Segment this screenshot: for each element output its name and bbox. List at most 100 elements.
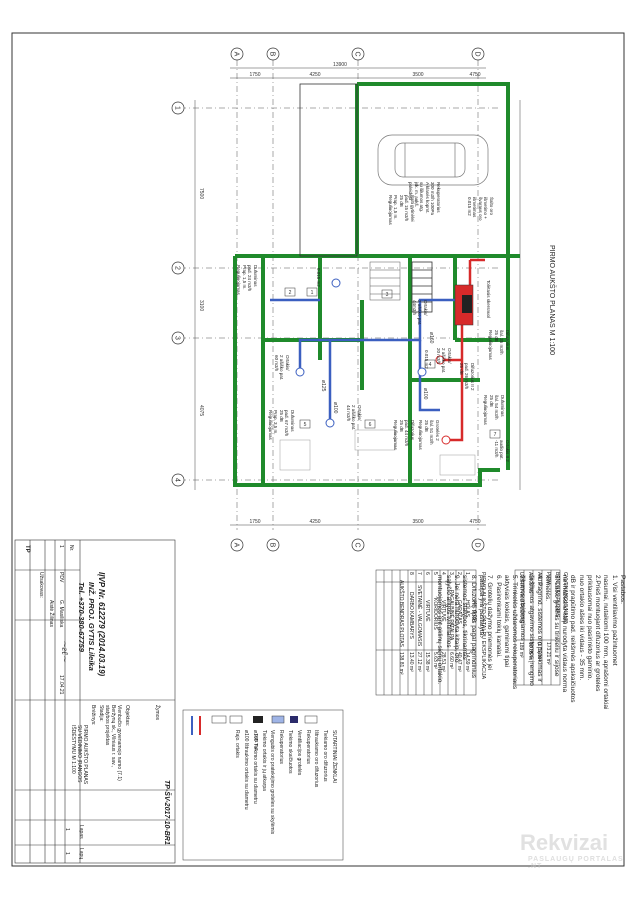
notes-title: Pastabos: <box>619 575 626 604</box>
label-diffuser-35: Difuzorius šal. 35 m3/h 25 dB Reguliuoja… <box>488 330 511 360</box>
room-total-value: 138.81 m² <box>398 652 404 675</box>
label-garage-diffuser: Šalti gytinėlei pad. 15 m3/h 25 dB Prap.… <box>388 195 415 225</box>
note-line-7: ne mažesnė kaip nurodyta vidaus norma <box>560 575 568 693</box>
label-duct-44b: Ortakis/ 2 ašiško pat. 44m3/h <box>412 300 428 326</box>
tb-drawing-label: Brėžinys: <box>90 705 96 726</box>
tb-drawing: PIRMO AUKŠTO PLANAS SU VĖDINIMO ĮRANGOS … <box>70 725 88 785</box>
label-duct-44: Ortakis/ 2 ašiško pat. 44 m3/h <box>346 405 362 431</box>
tb-signature: ∼ƨℓ∼ <box>60 640 70 663</box>
tb-row-nr: 1 <box>58 545 64 548</box>
tb-customer: Aistė Žilinas <box>48 600 54 627</box>
note-line-22: montuojamos ant aklinų sienų ortakio. <box>436 575 444 685</box>
label-area-a: 0.015 m2 <box>316 268 321 287</box>
axis-label-a-bottom: A <box>233 543 240 548</box>
axis-label-3: 3 <box>174 336 181 340</box>
recuperator-core <box>462 295 472 313</box>
legend-symbols <box>191 715 318 735</box>
label-room2-diffuser: Dufuminas pad. 24 m3/h Prap. 1,5 m. Regu… <box>236 265 259 295</box>
note-line-21: sąlyčio angos tvirtinamos <box>444 575 452 648</box>
legend-item-5: Tiekimo skaičiuotos <box>287 730 294 774</box>
note-line-6: dB ir prapūtimo pad. reikšmės apskaičiuo… <box>569 575 577 703</box>
tb-object-label: Objektas: <box>124 705 130 727</box>
tb-customer-label: Užsakovas: <box>38 572 44 598</box>
note-line-10: 4. Pagrind. sistemos oro patekimas ir <box>536 575 544 682</box>
tb-sheets: 1 <box>64 852 70 855</box>
tb-company: IĮVP Nr. 612279 (2014.03.19) <box>97 572 106 677</box>
tb-object: Vienbučio gyvenamojo namo (7.1) Beržynų … <box>104 705 122 781</box>
note-line-1: 1. Visi ventiliavimo pažintuomet <box>610 575 618 666</box>
note-line-14: aktyviais kokiais, gaminami tipai <box>502 575 510 668</box>
tb-nr-label: Nr. <box>68 545 74 552</box>
dim-side-1: 7500 <box>198 188 204 199</box>
tb-sheets-label: Lapų <box>78 848 84 860</box>
legend-item-1: Tiekiamo oro difuzorius <box>322 730 329 782</box>
axis-label-d-bottom: D <box>474 542 481 547</box>
label-diffuser-54: Dufuminas šal. 54 m3/h 25 dB Reguliuojam… <box>483 395 506 425</box>
legend-item-11: Rajo. ortakis <box>234 730 241 758</box>
label-cross-section: Tolėtasis skersnuol <box>486 280 491 319</box>
axis-label-b-bottom: B <box>269 543 276 548</box>
legend-block: SUTARTINIAI ŽENKLAI Tiekiamo oro difuzor… <box>232 730 338 834</box>
room-row-6-name: VIRTUVĖ <box>424 600 430 622</box>
area-table-frame <box>514 569 561 686</box>
pipe-label-2: ø100 <box>332 402 338 414</box>
note-line-5: nuo ortakio ašies iki vidaus - 35 mm. <box>577 575 585 681</box>
tb-zymos-label: Žymos <box>154 705 160 720</box>
axis-label-1: 1 <box>174 106 181 110</box>
dim-top-total: 13900 <box>333 62 347 68</box>
room-row-8-area: 13.40 m² <box>408 652 414 672</box>
watermark-sub: PASLAUGŲ PORTALAS .NT <box>528 856 624 870</box>
axis-label-b-top: B <box>269 52 276 57</box>
dim-side-3: 4075 <box>198 405 204 416</box>
dim-top-4: 4750 <box>469 72 480 78</box>
axis-grid <box>180 60 500 530</box>
dim-bottom-3: 3500 <box>412 519 423 525</box>
room-number-3: 3 <box>386 292 389 298</box>
dim-bottom-4: 4750 <box>469 519 480 525</box>
note-line-16: 7. Grotelių dažymo priemonės jei <box>486 575 494 671</box>
legend-size: 0,01 m2 <box>254 734 259 751</box>
dim-bottom-1: 1750 <box>249 519 260 525</box>
axis-label-c-top: C <box>354 51 361 56</box>
tb-stage: TP <box>24 545 30 553</box>
tb-sheet: 1 <box>64 828 70 831</box>
tb-code: TP-ŠV-2017-10-BR1 <box>163 780 170 845</box>
legend-item-7: Viengubis oro pratekėjimo groteles su sk… <box>269 730 276 835</box>
supply-ducts <box>270 298 455 420</box>
note-line-9: kirmėlės. <box>544 575 552 602</box>
note-line-13: 5. Trinkelės uždaromos rekuperatoriaus <box>511 575 519 690</box>
watermark-brand: Rekvizai <box>520 830 609 855</box>
room-number-4: 4 <box>429 362 432 368</box>
note-line-18: 8. Difuzorių tipas pagal pagrindinius <box>469 575 477 678</box>
tb-name-pdv: G. Masiliska <box>58 600 64 628</box>
dim-top-2: 4250 <box>309 72 320 78</box>
label-grille-51: Grotelės 2 šal. 51 m3/h 25 dB Reguliuoja… <box>418 420 441 450</box>
tb-engineer: INŽ. PROJ. GYTIS Lileika <box>87 582 96 671</box>
room-number-2: 2 <box>289 290 292 296</box>
stairs <box>369 261 401 301</box>
note-line-8: 3. Laiko gretinis su tinkleliu ir sijose <box>552 575 560 677</box>
note-line-20: 9. Jei nėra nurodyta kitaip, oro <box>453 575 461 663</box>
legend-item-4: Ventiliacijos grotelės <box>295 730 302 776</box>
plan-title: PIRMO AUKŠTO PLANAS M 1:100 <box>548 245 555 355</box>
room-row-7-name: SVETAINĖ - VALGOMASIS <box>416 585 422 647</box>
note-line-2: nasumai, nutaikomi 100 mm, aprašomi orta… <box>602 575 610 710</box>
room-row-8-nr: 8 <box>408 572 414 575</box>
label-duct-60: Ortakis/ 2 ašiško pat. 60 m3/h <box>274 355 290 381</box>
note-line-12: šilumos atsidengiamos <box>519 575 527 641</box>
dim-bottom-2: 4250 <box>309 519 320 525</box>
dimension-lines <box>194 67 521 526</box>
tb-stage-label: Stadija: <box>98 705 104 722</box>
tb-role-pdv: PDV <box>58 572 64 583</box>
room-table-frame <box>375 569 477 696</box>
room-number-1: 1 <box>311 290 314 296</box>
axis-label-c-bottom: C <box>354 542 361 547</box>
note-line-15: 6. Pasirenkami tokių kanalai. <box>494 575 502 658</box>
furniture <box>279 429 476 476</box>
legend-frame <box>182 709 344 861</box>
pipe-label-1: ø125 <box>320 380 326 392</box>
legend-title: SUTARTINIAI ŽENKLAI <box>331 730 337 783</box>
notes-block: Pastabos: 1. Visi ventiliavimo pažintuom… <box>435 575 626 709</box>
room-row-7-nr: 7 <box>416 572 422 575</box>
